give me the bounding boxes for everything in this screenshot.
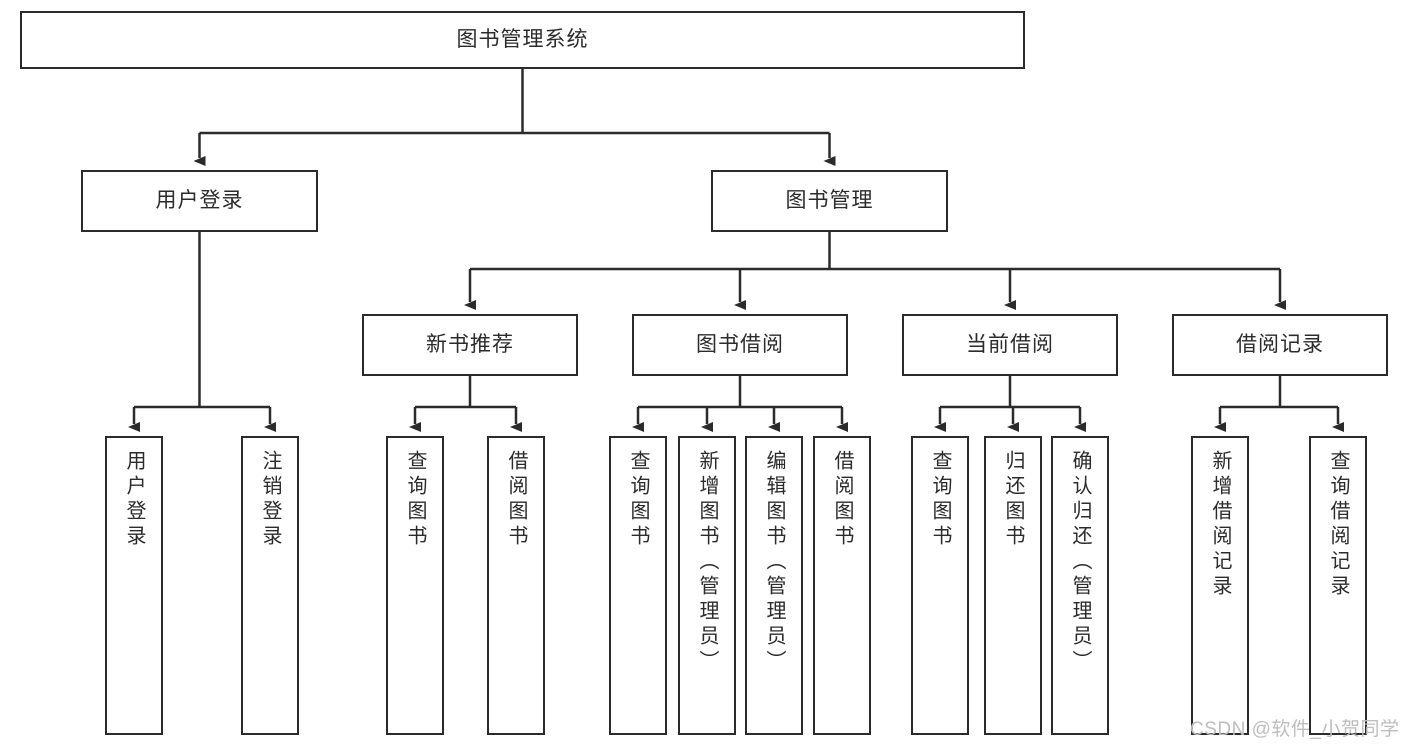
node-label: 查询图书 [929,450,951,550]
node-l3-2[interactable]: 当前借阅 [902,314,1118,376]
node-l3-1[interactable]: 图书借阅 [632,314,848,376]
node-root[interactable]: 图书管理系统 [20,11,1025,69]
node-leaf-4[interactable]: 查询图书 [609,436,667,735]
node-leaf-6[interactable]: 编辑图书（管理员） [745,436,803,735]
node-label: 用户登录 [123,450,145,550]
node-label: 查询图书 [627,450,649,550]
node-label: 借阅图书 [505,450,527,550]
node-label: 借阅图书 [831,450,853,550]
node-label: 图书借阅 [696,333,784,357]
node-label: 用户登录 [155,189,244,213]
node-label: 图书管理 [785,189,874,213]
node-label: 新增图书（管理员） [696,450,718,675]
node-leaf-11[interactable]: 新增借阅记录 [1191,436,1249,735]
node-label: 查询借阅记录 [1327,450,1349,600]
node-leaf-9[interactable]: 归还图书 [984,436,1042,735]
node-leaf-7[interactable]: 借阅图书 [813,436,871,735]
node-label: 查询图书 [404,450,426,550]
node-label: 编辑图书（管理员） [763,450,785,675]
node-l3-3[interactable]: 借阅记录 [1172,314,1388,376]
node-leaf-0[interactable]: 用户登录 [105,436,163,735]
node-label: 新书推荐 [426,333,514,357]
node-label: 图书管理系统 [456,28,589,52]
watermark-label: CSDN @软件_小贺同学 [1190,719,1400,740]
node-leaf-10[interactable]: 确认归还（管理员） [1051,436,1109,735]
node-label: 注销登录 [259,450,281,550]
node-leaf-12[interactable]: 查询借阅记录 [1309,436,1367,735]
node-leaf-1[interactable]: 注销登录 [241,436,299,735]
node-leaf-8[interactable]: 查询图书 [911,436,969,735]
node-leaf-2[interactable]: 查询图书 [386,436,444,735]
node-l2-0[interactable]: 用户登录 [81,170,318,232]
node-label: 确认归还（管理员） [1069,450,1091,675]
node-leaf-5[interactable]: 新增图书（管理员） [678,436,736,735]
node-leaf-3[interactable]: 借阅图书 [487,436,545,735]
node-l3-0[interactable]: 新书推荐 [362,314,578,376]
node-label: 借阅记录 [1236,333,1324,357]
node-label: 新增借阅记录 [1209,450,1231,600]
node-label: 归还图书 [1002,450,1024,550]
node-label: 当前借阅 [966,333,1054,357]
node-l2-1[interactable]: 图书管理 [711,170,948,232]
